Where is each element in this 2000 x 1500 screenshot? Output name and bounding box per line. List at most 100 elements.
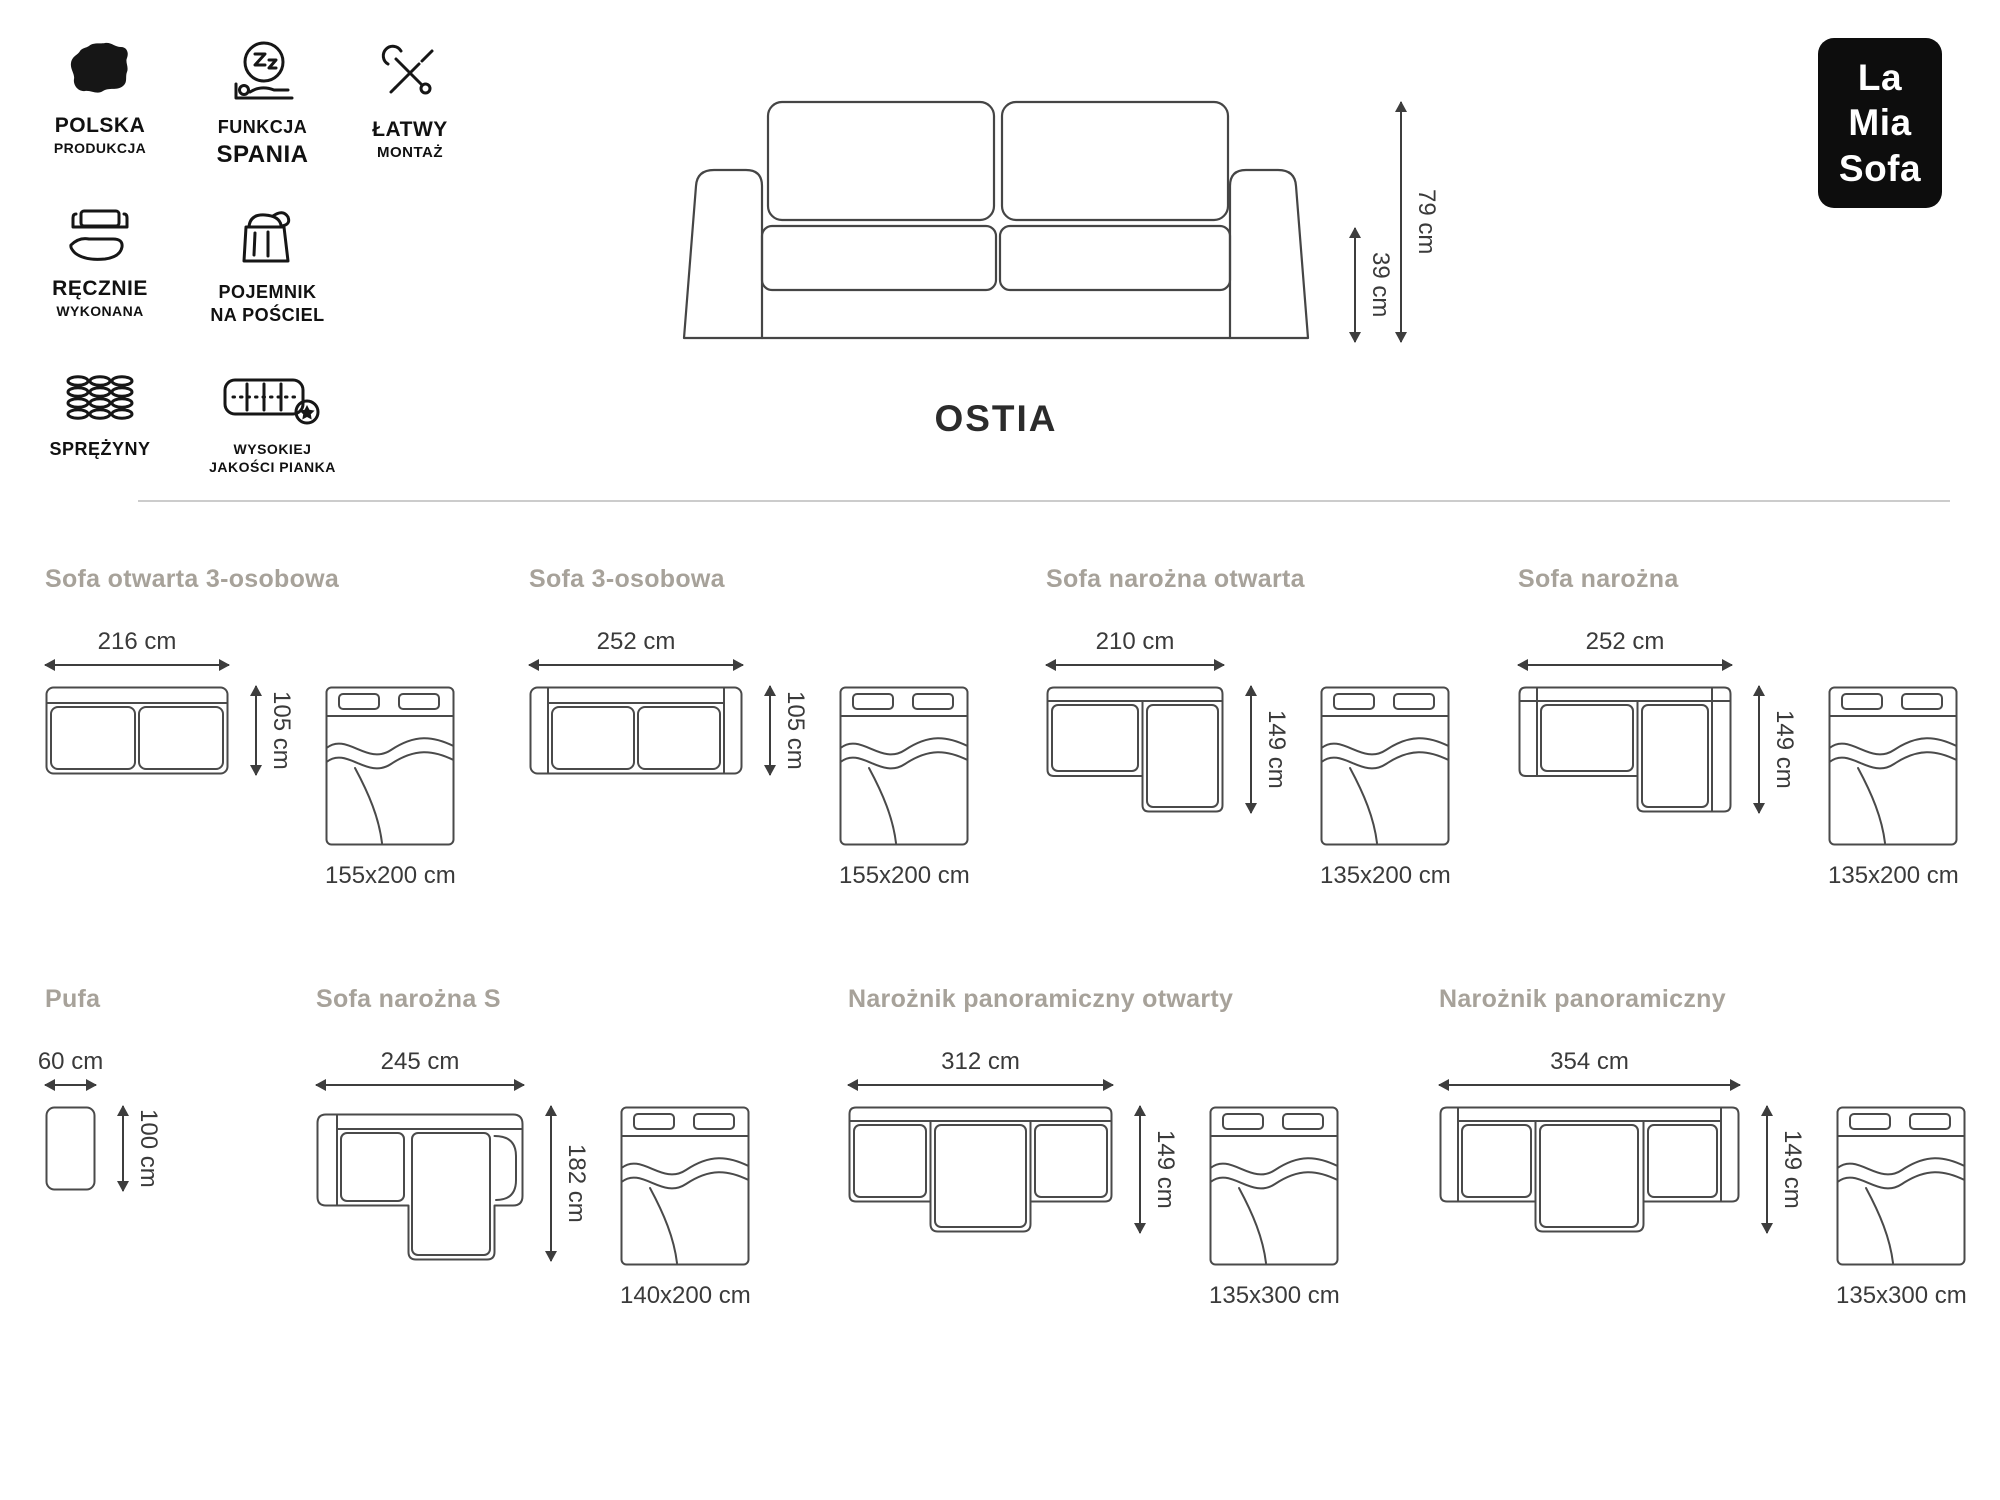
depth-value: 149 cm — [1779, 1130, 1806, 1209]
bed-top-view — [1320, 686, 1450, 846]
sofa-top-view — [1046, 686, 1224, 813]
total-height-arrow — [1395, 101, 1407, 343]
config-title: Sofa 3-osobowa — [529, 565, 725, 593]
depth-arrow — [1753, 685, 1765, 814]
config-title: Sofa narożna — [1518, 565, 1679, 593]
width-value: 252 cm — [596, 628, 676, 655]
bed-diagram: 135x200 cm — [1320, 686, 1451, 890]
sofa-front-view — [682, 100, 1310, 340]
bedding-storage-icon — [242, 211, 290, 263]
bed-size: 135x200 cm — [1320, 862, 1451, 889]
depth-dimension: 105 cm — [764, 685, 809, 776]
springs-icon — [66, 375, 134, 420]
width-arrow — [1045, 659, 1225, 671]
total-height-dimension: 79 cm — [1395, 101, 1440, 343]
feature-sublabel: SPANIA — [216, 141, 309, 169]
brand-logo: La Mia Sofa — [1818, 38, 1942, 208]
bed-diagram: 155x200 cm — [325, 686, 456, 890]
bed-diagram: 135x200 cm — [1828, 686, 1959, 890]
depth-value: 182 cm — [563, 1144, 590, 1223]
config-title: Sofa narożna otwarta — [1046, 565, 1305, 593]
config-naroznik-panoramiczny-otwarty: Narożnik panoramiczny otwarty 312 cm 149… — [847, 985, 1340, 1310]
total-height-value: 79 cm — [1413, 189, 1440, 255]
bed-diagram: 140x200 cm — [620, 1106, 751, 1310]
feature-sprezyny: SPRĘŻYNY — [20, 372, 180, 461]
width-value: 312 cm — [941, 1048, 1020, 1075]
width-arrow — [1438, 1079, 1741, 1091]
handmade-icon — [69, 209, 129, 261]
bed-top-view — [1209, 1106, 1339, 1266]
config-naroznik-panoramiczny: Narożnik panoramiczny 354 cm 149 cm — [1438, 985, 1967, 1310]
width-arrow — [528, 659, 744, 671]
feature-funkcja-spania: FUNKCJA SPANIA — [180, 40, 345, 171]
depth-dimension: 100 cm — [117, 1105, 162, 1192]
width-dimension: 245 cm — [315, 1048, 525, 1091]
depth-dimension: 149 cm — [1245, 685, 1290, 814]
bed-top-view — [1836, 1106, 1966, 1266]
feature-wysokiej-jakosci-pianka: WYSOKIEJ JAKOŚCI PIANKA — [180, 372, 365, 476]
depth-arrow — [1761, 1105, 1773, 1234]
section-divider — [138, 500, 1950, 502]
feature-label: ŁATWY — [372, 118, 448, 141]
bed-size: 155x200 cm — [839, 862, 970, 889]
bed-size: 135x300 cm — [1209, 1282, 1340, 1309]
feature-label: POJEMNIK — [218, 282, 317, 302]
bed-size: 135x200 cm — [1828, 862, 1959, 889]
sofa-top-view — [848, 1106, 1113, 1233]
width-value: 60 cm — [37, 1048, 104, 1075]
bed-top-view — [839, 686, 969, 846]
width-dimension: 354 cm — [1438, 1048, 1741, 1091]
feature-label: WYSOKIEJ — [233, 441, 312, 457]
bed-diagram: 155x200 cm — [839, 686, 970, 890]
sleep-function-icon — [234, 41, 293, 100]
seat-height-arrow — [1349, 227, 1361, 343]
depth-arrow — [545, 1105, 557, 1262]
feature-sublabel: WYKONANA — [56, 303, 144, 320]
depth-dimension: 182 cm — [545, 1105, 590, 1262]
product-name: OSTIA — [934, 398, 1058, 439]
bed-size: 155x200 cm — [325, 862, 456, 889]
feature-label: FUNKCJA — [217, 117, 308, 137]
depth-arrow — [117, 1105, 129, 1192]
depth-dimension: 149 cm — [1761, 1105, 1806, 1234]
depth-arrow — [250, 685, 262, 776]
sofa-top-view — [529, 686, 743, 775]
feature-polska-produkcja: POLSKA PRODUKCJA — [20, 40, 180, 157]
depth-arrow — [764, 685, 776, 776]
config-sofa-narozna-s: Sofa narożna S 245 cm 182 cm — [315, 985, 751, 1310]
depth-value: 149 cm — [1771, 710, 1798, 789]
seat-height-value: 39 cm — [1367, 252, 1394, 318]
width-dimension: 210 cm — [1045, 628, 1225, 671]
depth-arrow — [1245, 685, 1257, 814]
bed-top-view — [1828, 686, 1958, 846]
sofa-top-view — [45, 686, 229, 775]
config-sofa-3-osobowa: Sofa 3-osobowa 252 cm 105 cm — [528, 565, 970, 890]
sofa-top-view — [1518, 686, 1732, 813]
config-title: Narożnik panoramiczny otwarty — [848, 985, 1234, 1013]
bed-size: 140x200 cm — [620, 1282, 751, 1309]
width-value: 216 cm — [97, 628, 177, 655]
bed-size: 135x300 cm — [1836, 1282, 1967, 1309]
feature-latwy-montaz: ŁATWY MONTAŻ — [345, 40, 475, 163]
depth-dimension: 149 cm — [1134, 1105, 1179, 1234]
config-title: Pufa — [45, 985, 101, 1013]
config-sofa-narozna: Sofa narożna 252 cm 149 cm — [1517, 565, 1959, 890]
depth-value: 149 cm — [1263, 710, 1290, 789]
width-arrow — [44, 1079, 97, 1091]
feature-sublabel: PRODUKCJA — [53, 140, 147, 157]
depth-dimension: 149 cm — [1753, 685, 1798, 814]
bed-diagram: 135x300 cm — [1209, 1106, 1340, 1310]
feature-sublabel: MONTAŻ — [376, 144, 444, 162]
width-arrow — [44, 659, 230, 671]
seat-height-dimension: 39 cm — [1349, 227, 1394, 343]
width-arrow — [315, 1079, 525, 1091]
sofa-top-view — [1439, 1106, 1740, 1233]
feature-sublabel: JAKOŚCI PIANKA — [209, 459, 336, 476]
width-value: 252 cm — [1585, 628, 1665, 655]
depth-value: 105 cm — [782, 691, 809, 770]
width-value: 210 cm — [1095, 628, 1175, 655]
brand-logo-line: Mia — [1848, 102, 1912, 144]
width-dimension: 312 cm — [847, 1048, 1114, 1091]
sofa-top-view — [316, 1113, 524, 1261]
